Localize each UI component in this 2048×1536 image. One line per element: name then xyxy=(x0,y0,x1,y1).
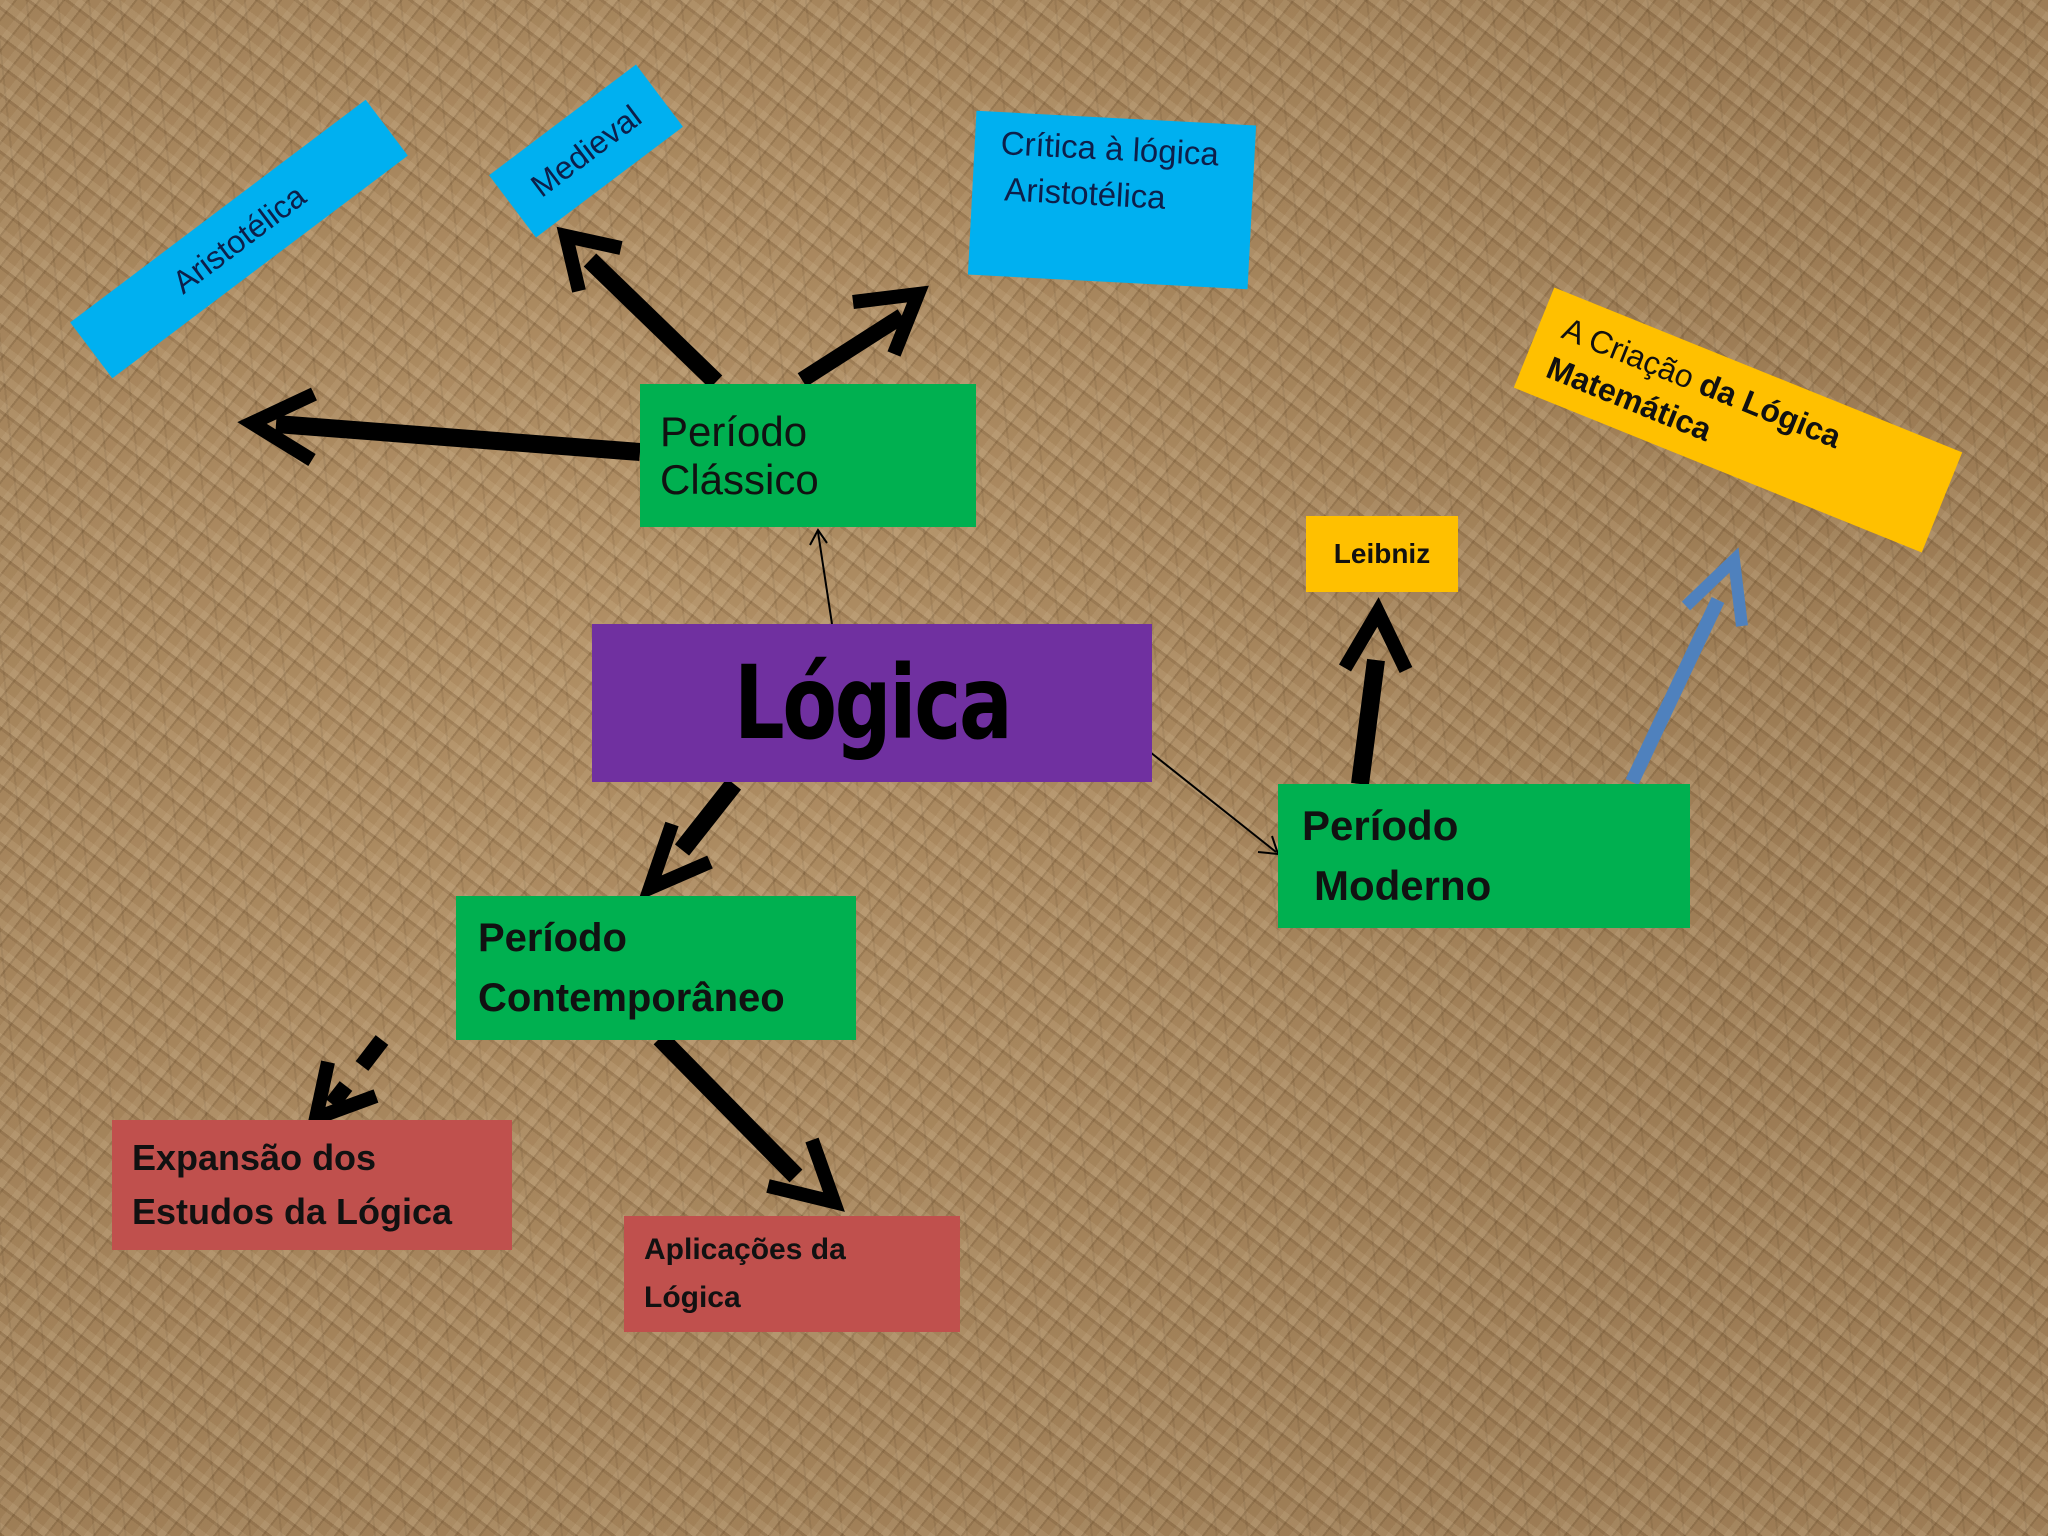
arrow-moderno-to-criacao xyxy=(1625,547,1748,785)
arrow-logica-to-moderno xyxy=(1149,751,1280,856)
arrow-classico-to-critica xyxy=(797,285,929,387)
node-expansao-estudos[interactable]: Expansão dos Estudos da Lógica xyxy=(112,1120,512,1250)
node-periodo-classico-line1: Período xyxy=(660,407,808,455)
arrow-moderno-to-leibniz xyxy=(1338,597,1413,786)
arrow-logica-to-classico xyxy=(809,528,833,625)
arrow-classico-to-aristotelica xyxy=(237,387,641,466)
node-periodo-contemporaneo-line2: Contemporâneo xyxy=(478,976,785,1020)
node-aplicacoes-line2: Lógica xyxy=(644,1281,741,1314)
node-aplicacoes-line1: Aplicações da xyxy=(644,1233,846,1266)
node-periodo-contemporaneo-line1: Período xyxy=(478,916,627,960)
arrow-contemporaneo-to-aplicacoes xyxy=(653,1031,845,1212)
node-periodo-contemporaneo[interactable]: Período Contemporâneo xyxy=(456,896,856,1040)
node-critica-logica-aristotelica[interactable]: Crítica à lógica Aristotélica xyxy=(967,110,1257,290)
node-periodo-moderno-line1: Período xyxy=(1302,802,1459,849)
center-node-label: Lógica xyxy=(733,643,1013,763)
arrow-classico-to-medieval xyxy=(556,226,723,389)
arrow-logica-to-contemporaneo xyxy=(638,778,742,901)
node-aplicacoes-logica[interactable]: Aplicações da Lógica xyxy=(624,1216,960,1332)
center-node-logica[interactable]: Lógica xyxy=(592,624,1152,782)
node-expansao-line2: Estudos da Lógica xyxy=(132,1191,453,1232)
node-periodo-moderno-line2: Moderno xyxy=(1314,862,1492,909)
node-periodo-moderno[interactable]: Período Moderno xyxy=(1278,784,1690,928)
arrow-contemporaneo-to-expansao xyxy=(306,1035,389,1129)
node-periodo-classico[interactable]: Período Clássico xyxy=(640,384,976,527)
node-leibniz-label: Leibniz xyxy=(1333,538,1431,569)
node-periodo-classico-line2: Clássico xyxy=(660,455,819,503)
node-leibniz[interactable]: Leibniz xyxy=(1306,516,1458,592)
node-expansao-line1: Expansão dos xyxy=(132,1137,377,1178)
